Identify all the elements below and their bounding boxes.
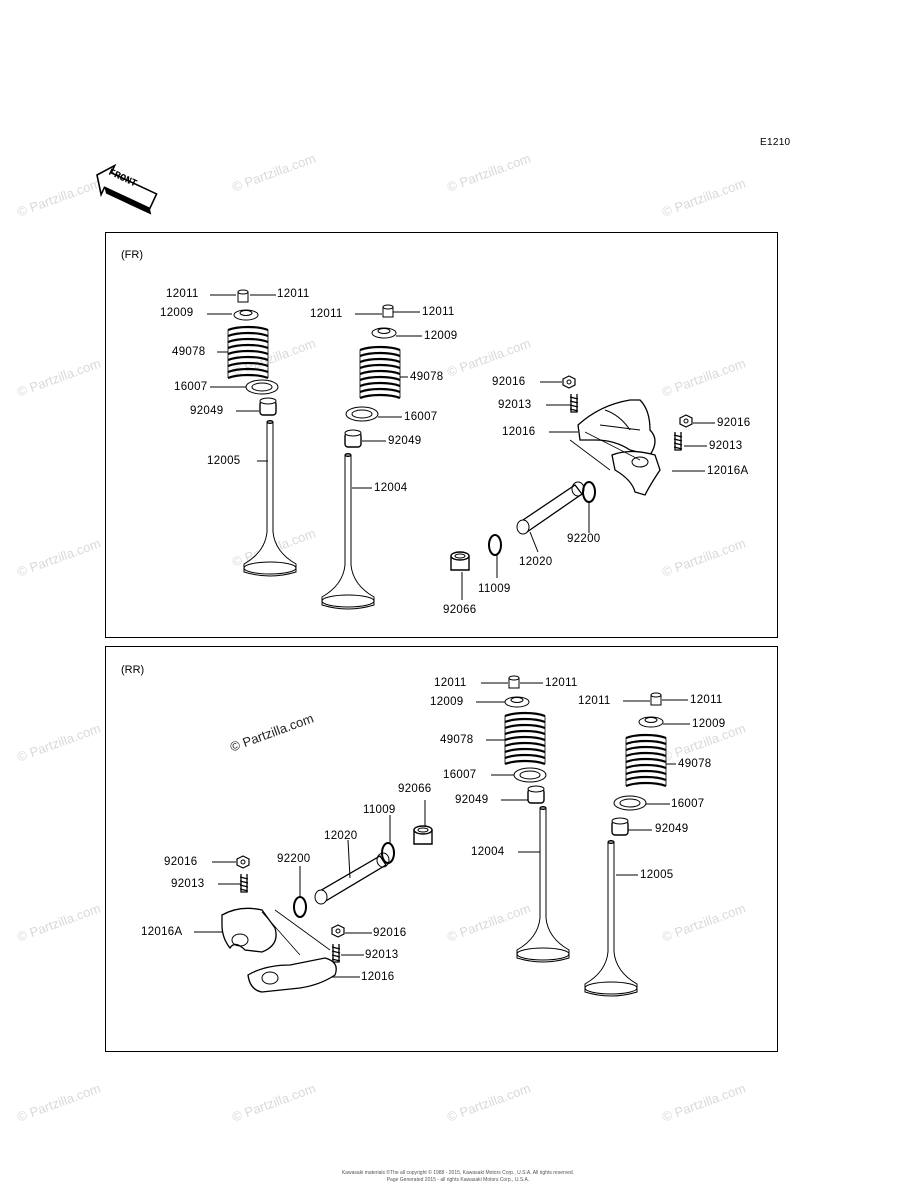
callout-92049: 92049 <box>190 405 224 417</box>
callout-12011: 12011 <box>310 308 343 320</box>
callout-12011: 12011 <box>422 306 455 318</box>
callout-92013: 92013 <box>365 949 399 961</box>
callout-12016: 12016 <box>361 971 395 983</box>
callout-92016: 92016 <box>492 376 526 388</box>
panel-rear <box>105 646 778 1052</box>
callout-12009: 12009 <box>430 696 464 708</box>
callout-12009: 12009 <box>692 718 726 730</box>
callout-12011: 12011 <box>434 677 467 689</box>
callout-11009: 11009 <box>478 583 511 595</box>
callout-12009: 12009 <box>160 307 194 319</box>
callout-16007: 16007 <box>443 769 477 781</box>
callout-49078: 49078 <box>678 758 712 770</box>
callout-92049: 92049 <box>388 435 422 447</box>
callout-92013: 92013 <box>498 399 532 411</box>
callout-12005: 12005 <box>640 869 674 881</box>
callout-12016A: 12016A <box>141 926 183 938</box>
callout-16007: 16007 <box>671 798 705 810</box>
callout-12011: 12011 <box>545 677 578 689</box>
callout-12016: 12016 <box>502 426 536 438</box>
panel-front <box>105 232 778 638</box>
callout-92066: 92066 <box>398 783 432 795</box>
callout-12020: 12020 <box>324 830 358 842</box>
callout-12004: 12004 <box>471 846 505 858</box>
callout-12016A: 12016A <box>707 465 749 477</box>
callout-16007: 16007 <box>404 411 438 423</box>
callout-12011: 12011 <box>578 695 611 707</box>
callout-92200: 92200 <box>277 853 311 865</box>
callout-12004: 12004 <box>374 482 408 494</box>
callout-92066: 92066 <box>443 604 477 616</box>
panel-front-title: (FR) <box>121 249 143 261</box>
callout-12011: 12011 <box>166 288 199 300</box>
callout-12009: 12009 <box>424 330 458 342</box>
callout-49078: 49078 <box>172 346 206 358</box>
callout-92013: 92013 <box>709 440 743 452</box>
callout-12011: 12011 <box>277 288 310 300</box>
callout-92016: 92016 <box>717 417 751 429</box>
callout-49078: 49078 <box>410 371 444 383</box>
callout-16007: 16007 <box>174 381 208 393</box>
callout-92016: 92016 <box>373 927 407 939</box>
callout-12020: 12020 <box>519 556 553 568</box>
callout-12005: 12005 <box>207 455 241 467</box>
callout-92200: 92200 <box>567 533 601 545</box>
callout-12011: 12011 <box>690 694 723 706</box>
footer-generated: Page Generated 2015 - all rights Kawasak… <box>386 1177 530 1183</box>
callout-92016: 92016 <box>164 856 198 868</box>
callout-49078: 49078 <box>440 734 474 746</box>
diagram-id: E1210 <box>760 137 791 148</box>
callout-92013: 92013 <box>171 878 205 890</box>
callout-92049: 92049 <box>655 823 689 835</box>
panel-rear-title: (RR) <box>121 664 145 676</box>
callout-92049: 92049 <box>455 794 489 806</box>
footer-copyright: Kawasaki materials ©The all copyright © … <box>341 1170 575 1176</box>
callout-11009: 11009 <box>363 804 396 816</box>
